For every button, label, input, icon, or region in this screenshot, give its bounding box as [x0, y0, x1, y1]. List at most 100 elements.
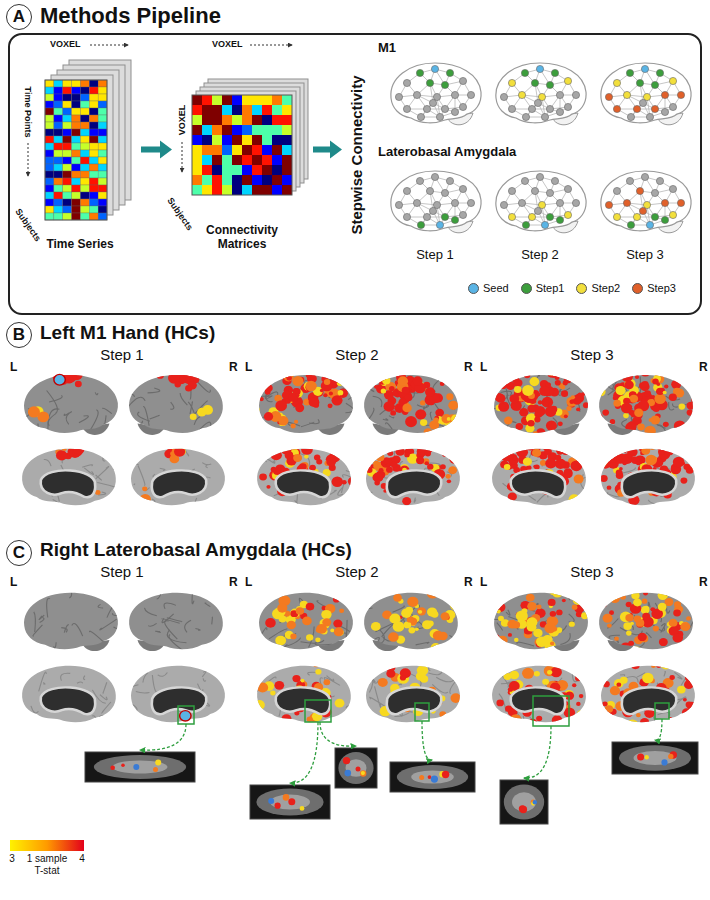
- activation-blob: [398, 376, 408, 386]
- network-node: [551, 69, 558, 76]
- time-series-cell: [54, 157, 63, 164]
- lateral-brain: [259, 584, 353, 659]
- activation-blob: [418, 441, 423, 446]
- activation-blob: [687, 371, 697, 380]
- sulcus: [48, 409, 59, 429]
- activation-blob: [408, 627, 415, 633]
- medial-brain: [22, 666, 116, 739]
- matrix-cell: [212, 115, 222, 125]
- sulcus: [47, 598, 50, 617]
- network-node: [423, 213, 430, 220]
- sulcus: [77, 682, 83, 683]
- network-node: [521, 177, 528, 184]
- activation-blob: [402, 438, 411, 446]
- activation-blob: [294, 420, 298, 424]
- sulcus: [285, 644, 294, 651]
- time-series-cell: [89, 213, 98, 220]
- dotted-arrow: [250, 45, 292, 46]
- activation-blob: [532, 363, 542, 373]
- activation-blob: [338, 390, 344, 395]
- network-node: [623, 199, 630, 206]
- time-series-cell: [89, 164, 98, 171]
- activation-blob: [512, 376, 519, 383]
- sulcus: [433, 373, 449, 391]
- time-series-cell: [89, 199, 98, 206]
- activation-blob: [469, 446, 478, 454]
- network-node: [556, 108, 563, 115]
- activation-blob: [366, 446, 377, 456]
- time-series-cell: [45, 213, 54, 220]
- activation-blob: [481, 419, 490, 428]
- sulcus: [34, 612, 36, 632]
- activation-blob: [664, 428, 673, 436]
- time-series-cell: [72, 164, 81, 171]
- network-node: [639, 99, 646, 106]
- activation-blob: [304, 360, 315, 370]
- activation-blob: [502, 509, 509, 516]
- activation-blob: [487, 409, 492, 414]
- network-node: [500, 201, 507, 208]
- activation-blob: [519, 408, 528, 417]
- activation-blob: [438, 632, 447, 640]
- activation-blob: [656, 389, 661, 393]
- activation-blob: [664, 384, 668, 388]
- cortex-detail: [364, 655, 468, 737]
- network-node: [661, 216, 668, 223]
- activation-blob: [624, 360, 633, 368]
- time-series-cell: [45, 157, 54, 164]
- matrix-cell: [262, 95, 272, 105]
- time-series-cell: [80, 185, 89, 192]
- cortex: [259, 593, 353, 649]
- activation-blob: [389, 359, 397, 366]
- network-node: [451, 108, 458, 115]
- sulcus: [40, 371, 41, 380]
- lateral-brain: [127, 367, 223, 435]
- time-series-cell: [45, 150, 54, 157]
- network-node: [459, 103, 466, 110]
- network-node: [623, 91, 630, 98]
- time-series-cell: [72, 129, 81, 136]
- network-node: [613, 187, 620, 194]
- time-series-cell: [63, 101, 72, 108]
- activation-blob: [304, 454, 309, 458]
- activation-blob: [544, 435, 548, 439]
- sulcus: [375, 686, 381, 707]
- sulcus: [363, 371, 374, 391]
- activation-blob: [386, 612, 391, 617]
- activation-blob: [275, 400, 287, 411]
- network-node: [546, 81, 553, 88]
- medial-brain: [254, 653, 356, 727]
- activation-blob: [315, 669, 321, 675]
- matrix-cell: [252, 165, 262, 175]
- cortex-detail: [363, 356, 471, 436]
- activation-blob: [644, 426, 655, 437]
- activation-blob: [541, 440, 552, 450]
- sulcus: [156, 631, 161, 632]
- activation-blob: [334, 627, 344, 636]
- time-series-cell: [98, 178, 107, 185]
- matrix-cell: [242, 185, 252, 195]
- activation-blob: [335, 699, 345, 708]
- network-node: [669, 211, 676, 218]
- network-node: [467, 199, 474, 206]
- time-series-cell: [45, 122, 54, 129]
- sulcus: [102, 702, 111, 713]
- network-node: [556, 199, 563, 206]
- time-series-cell: [98, 122, 107, 129]
- matrix-cell: [202, 185, 212, 195]
- time-series-cell: [54, 108, 63, 115]
- time-series-cell: [80, 87, 89, 94]
- activation-blob: [513, 444, 517, 448]
- activation-blob: [533, 465, 537, 468]
- matrix-cell: [212, 95, 222, 105]
- activation-blob: [272, 720, 279, 727]
- time-series-cell: [63, 157, 72, 164]
- medial-wall: [387, 470, 441, 497]
- activation-blob: [490, 375, 500, 384]
- matrix-cell: [272, 175, 282, 185]
- sulcus: [102, 408, 112, 413]
- matrix-cell: [232, 155, 242, 165]
- time-series-cell: [54, 115, 63, 122]
- matrix-cell: [242, 105, 252, 115]
- time-series-cell: [98, 185, 107, 192]
